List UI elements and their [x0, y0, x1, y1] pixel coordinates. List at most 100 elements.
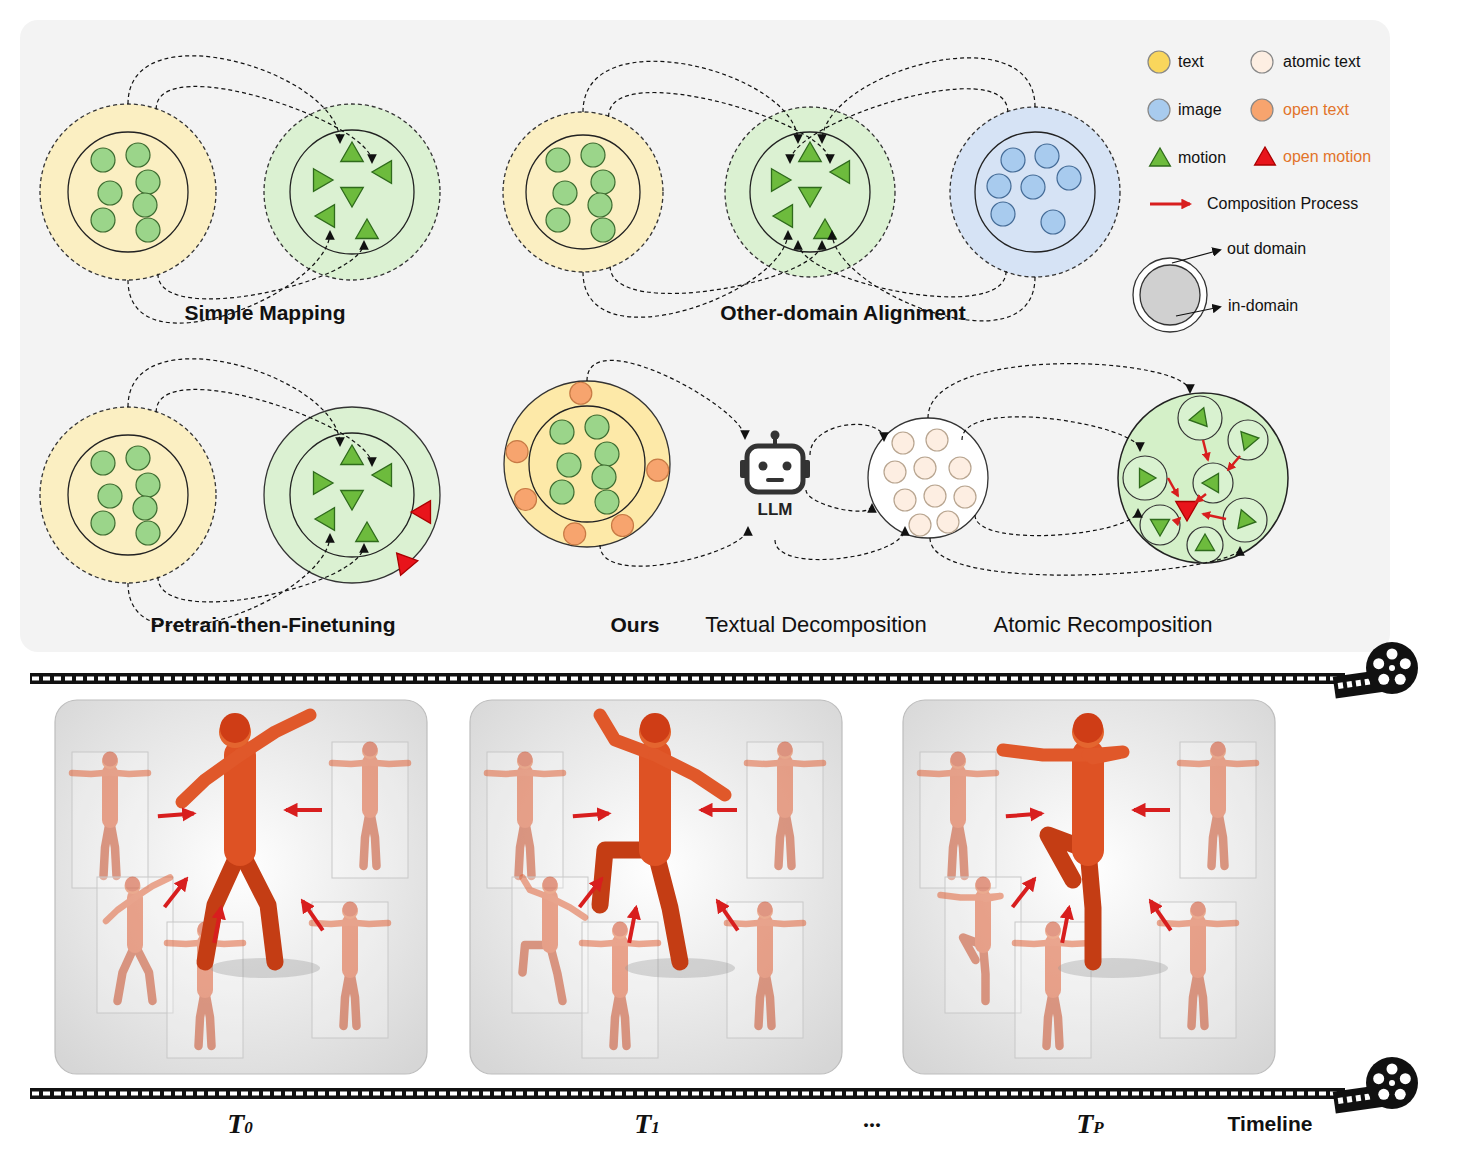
ghost-plane — [1015, 922, 1091, 1058]
sample-dot — [136, 473, 160, 497]
character-figure — [312, 902, 388, 1027]
sample-dot — [1001, 148, 1025, 172]
open-motion-triangle — [411, 501, 431, 524]
sample-dot — [557, 453, 581, 477]
composition-arrow — [1203, 514, 1226, 519]
film-strip — [30, 1088, 1345, 1099]
motion-space-circle — [1118, 393, 1288, 563]
motion-triangle — [1195, 534, 1214, 551]
sample-dot — [591, 170, 615, 194]
open-text-dot — [612, 514, 634, 536]
legend-swatch — [1251, 51, 1273, 73]
dashed-arrow — [975, 510, 1138, 536]
motion-triangle — [1241, 432, 1259, 451]
composition-arrow — [573, 814, 609, 817]
time-step: TP — [1076, 1108, 1104, 1140]
character-figure — [182, 713, 310, 962]
in-domain-circle — [68, 435, 188, 555]
top-panel — [20, 20, 1390, 652]
atomic-motion-circle — [1187, 527, 1223, 563]
character-figure — [487, 752, 563, 877]
character-figure — [523, 877, 586, 1002]
frame-panel — [470, 700, 842, 1074]
ghost-plane — [487, 752, 563, 888]
motion-triangle — [315, 205, 335, 228]
dashed-arrow — [587, 360, 745, 438]
sample-dot — [553, 181, 577, 205]
sample-dot — [937, 511, 959, 533]
motion-triangle — [773, 205, 793, 228]
composition-arrow — [286, 808, 322, 812]
composition-arrow — [1176, 518, 1180, 522]
sample-dot — [884, 461, 906, 483]
composition-arrow — [1012, 879, 1034, 907]
dashed-arrow — [158, 242, 364, 299]
method-title: Simple Mapping — [184, 301, 345, 325]
dashed-arrow — [962, 417, 1140, 450]
atomic-motion-circle — [1223, 498, 1267, 542]
sample-dot — [924, 485, 946, 507]
sample-dot — [126, 446, 150, 470]
leader-line — [1172, 250, 1220, 263]
motion-triangle — [1150, 520, 1169, 537]
in-domain-circle — [975, 132, 1095, 252]
motion-frame — [903, 700, 1275, 1074]
in-domain-circle — [529, 406, 645, 522]
open-text-dot — [564, 523, 586, 545]
composition-arrow — [717, 901, 737, 931]
legend-swatch — [1251, 99, 1273, 121]
legend-swatch — [1148, 51, 1170, 73]
sample-dot — [98, 484, 122, 508]
sample-dot — [926, 429, 948, 451]
open-text-dot — [570, 382, 592, 404]
frame-panel — [55, 700, 427, 1074]
ghost-plane — [332, 742, 408, 878]
motion-triangle — [341, 142, 364, 162]
sample-dot — [595, 442, 619, 466]
sample-dot — [550, 420, 574, 444]
ghost-plane — [512, 877, 588, 1013]
atomic-motion-circle — [1228, 420, 1268, 460]
dashed-arrow — [128, 56, 340, 142]
film-reel-icon — [1333, 1057, 1418, 1113]
motion-triangle — [1238, 510, 1256, 529]
legend-text: text — [1178, 53, 1204, 71]
domain-circle — [503, 112, 663, 272]
dashed-arrow — [156, 86, 372, 162]
legend-swatch — [1148, 99, 1170, 121]
composition-arrow — [629, 908, 636, 943]
legend-open-motion-sample — [1255, 147, 1276, 165]
dashed-arrow — [810, 424, 884, 455]
legend-arrow-sample — [1150, 203, 1190, 206]
motion-triangle — [814, 219, 837, 239]
motion-frame — [470, 700, 842, 1074]
sample-dot — [546, 148, 570, 172]
in-domain-circle — [290, 130, 414, 254]
motion-triangle — [799, 142, 822, 162]
in-domain-circle — [750, 132, 870, 252]
stage-title: Textual Decomposition — [705, 612, 926, 637]
sample-dot — [1021, 175, 1045, 199]
legend-text: open text — [1283, 101, 1349, 119]
method-title: Ours — [610, 613, 659, 637]
sample-dot — [91, 208, 115, 232]
sample-dot — [1035, 144, 1059, 168]
ghost-plane — [1160, 902, 1236, 1038]
character-figure — [727, 902, 803, 1027]
sample-dot — [98, 181, 122, 205]
motion-triangle — [372, 161, 392, 184]
frame-panel — [903, 700, 1275, 1074]
atomic-motion-circle — [1193, 463, 1233, 503]
film-reel-icon — [1333, 642, 1418, 698]
ghost-plane — [97, 877, 173, 1013]
legend-text: Composition Process — [1207, 195, 1358, 213]
sample-dot — [894, 489, 916, 511]
dashed-arrow — [806, 490, 872, 511]
domain-circle — [725, 107, 895, 277]
motion-triangle — [1189, 408, 1207, 427]
timeline-label: Timeline — [1228, 1112, 1313, 1136]
dashed-arrow — [930, 538, 1240, 575]
ghost-plane — [1180, 742, 1256, 878]
method-title: Pretrain-then-Finetuning — [151, 613, 396, 637]
composition-arrow — [1006, 814, 1042, 817]
